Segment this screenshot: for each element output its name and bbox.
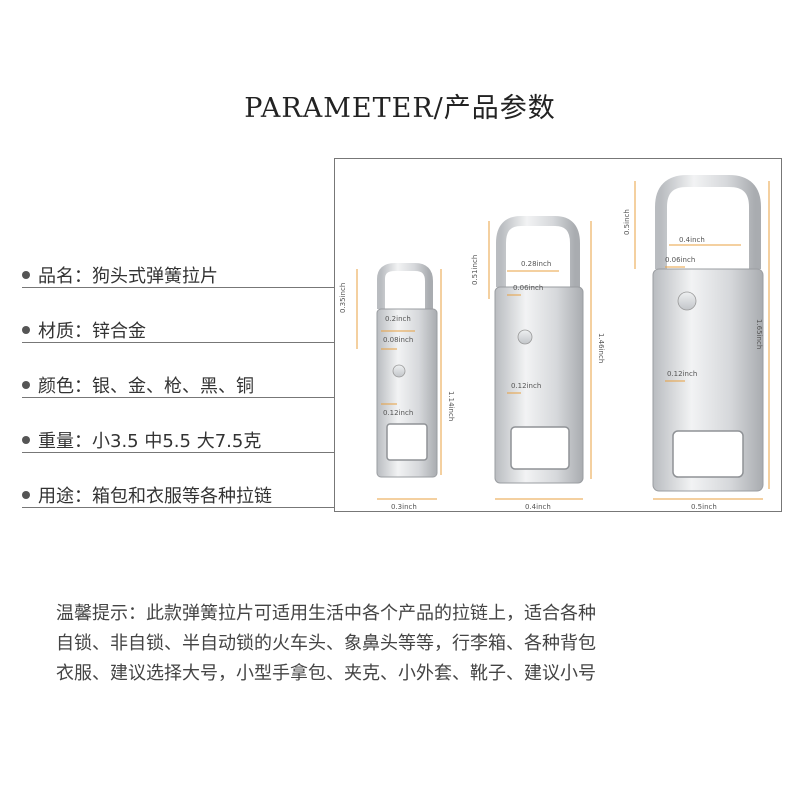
bullet-icon	[22, 436, 30, 444]
spec-row-color: 颜色：银、金、枪、黑、铜	[22, 373, 340, 398]
spec-text: 用途：箱包和衣服等各种拉链	[38, 486, 272, 507]
bullet-icon	[22, 381, 30, 389]
bullet-icon	[22, 271, 30, 279]
bullet-icon	[22, 326, 30, 334]
small-gap-label: 0.08inch	[383, 336, 413, 344]
spec-text: 材质：锌合金	[38, 321, 146, 342]
spec-text: 品名：狗头式弹簧拉片	[38, 266, 218, 287]
large-width-label: 0.5inch	[691, 503, 717, 511]
spec-row-usage: 用途：箱包和衣服等各种拉链	[22, 483, 340, 508]
medium-length-label: 1.46inch	[597, 333, 605, 363]
medium-width-label: 0.4inch	[525, 503, 551, 511]
bullet-icon	[22, 491, 30, 499]
spec-row-name: 品名：狗头式弹簧拉片	[22, 263, 340, 288]
large-height-label: 0.5inch	[623, 209, 631, 235]
spec-text: 重量：小3.5 中5.5 大7.5克	[38, 431, 262, 452]
tip-line: 衣服、建议选择大号，小型手拿包、夹克、小外套、靴子、建议小号	[56, 663, 596, 684]
small-hole-label: 0.2inch	[385, 315, 411, 323]
spec-text: 颜色：银、金、枪、黑、铜	[38, 376, 254, 397]
medium-thick-label: 0.12inch	[511, 382, 541, 390]
large-gap-label: 0.06inch	[665, 256, 695, 264]
spec-row-material: 材质：锌合金	[22, 318, 340, 343]
zipper-pulls-illustration: 0.35inch 0.2inch 0.08inch 0.12inch 1.14i…	[339, 175, 770, 511]
large-hole-label: 0.4inch	[679, 236, 705, 244]
small-thick-label: 0.12inch	[383, 409, 413, 417]
dimension-diagram: 0.35inch 0.2inch 0.08inch 0.12inch 1.14i…	[334, 158, 782, 512]
medium-zipper-pull: 0.51inch 0.28inch 0.06inch 0.12inch 1.46…	[471, 216, 605, 511]
large-zipper-pull: 0.5inch 0.4inch 0.06inch 0.12inch 1.65in…	[623, 175, 770, 511]
page-title: PARAMETER/产品参数	[244, 93, 556, 124]
tip-line: 自锁、非自锁、半自动锁的火车头、象鼻头等等，行李箱、各种背包	[56, 633, 596, 654]
large-thick-label: 0.12inch	[667, 370, 697, 378]
medium-height-label: 0.51inch	[471, 255, 479, 285]
medium-hole-label: 0.28inch	[521, 260, 551, 268]
small-width-label: 0.3inch	[391, 503, 417, 511]
small-height-label: 0.35inch	[339, 283, 347, 313]
tip-line: 温馨提示：此款弹簧拉片可适用生活中各个产品的拉链上，适合各种	[56, 603, 596, 624]
spec-row-weight: 重量：小3.5 中5.5 大7.5克	[22, 428, 340, 453]
medium-gap-label: 0.06inch	[513, 284, 543, 292]
large-length-label: 1.65inch	[755, 319, 763, 349]
small-zipper-pull: 0.35inch 0.2inch 0.08inch 0.12inch 1.14i…	[339, 263, 455, 511]
small-length-label: 1.14inch	[447, 391, 455, 421]
